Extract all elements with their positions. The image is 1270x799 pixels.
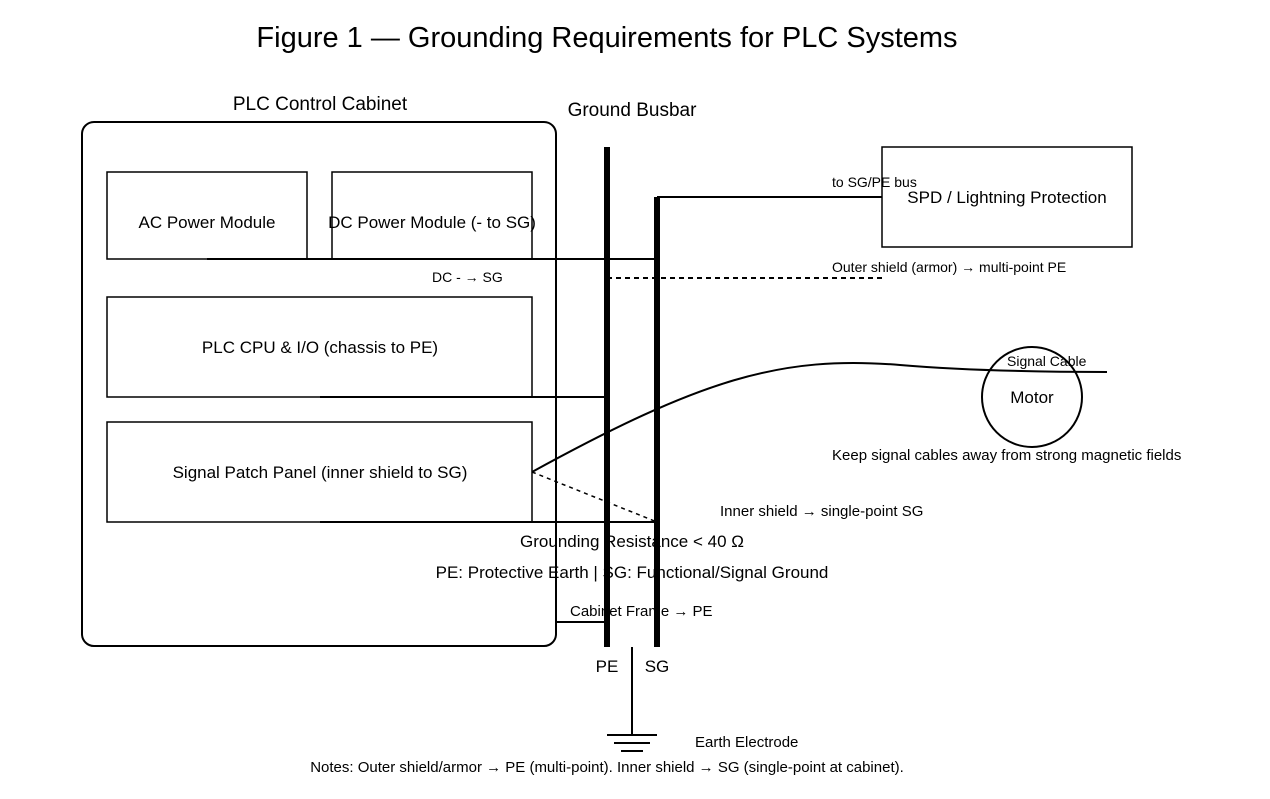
cabinet-title: PLC Control Cabinet (233, 94, 408, 115)
pe-bus-label: PE (596, 657, 619, 676)
signal-patch-panel-label: Signal Patch Panel (inner shield to SG) (173, 463, 468, 482)
dc-to-sg-label: DC - → SG (432, 269, 503, 285)
outer-shield-label: Outer shield (armor) → multi-point PE (832, 259, 1066, 275)
inner-shield-dashed-wire (531, 471, 658, 523)
magnetic-field-warning: Keep signal cables away from strong magn… (832, 447, 1181, 464)
sg-bus-label: SG (645, 657, 670, 676)
figure-title: Figure 1 — Grounding Requirements for PL… (256, 22, 957, 54)
earth-electrode-label: Earth Electrode (695, 734, 798, 751)
cabinet-frame-label: Cabinet Frame → PE (570, 603, 713, 620)
inner-shield-label: Inner shield → single-point SG (720, 503, 923, 520)
pe-sg-legend: PE: Protective Earth | SG: Functional/Si… (436, 563, 829, 582)
spd-lightning-protection-label: SPD / Lightning Protection (907, 188, 1106, 207)
signal-cable (531, 361, 1108, 473)
plc-control-cabinet (81, 121, 557, 647)
grounding-resistance-label: Grounding Resistance < 40 Ω (520, 532, 744, 551)
motor-symbol (981, 346, 1083, 448)
plc-cpu-io-box (106, 296, 533, 398)
ac-power-module-label: AC Power Module (138, 213, 275, 232)
plc-cpu-io-label: PLC CPU & I/O (chassis to PE) (202, 338, 438, 357)
ground-busbar-title: Ground Busbar (568, 100, 698, 121)
motor-label: Motor (1010, 388, 1054, 407)
spd-connection-label: to SG/PE bus (832, 174, 917, 190)
dc-power-module-label: DC Power Module (- to SG) (328, 213, 536, 232)
notes-text: Notes: Outer shield/armor → PE (multi-po… (310, 759, 904, 776)
signal-cable-label: Signal Cable (1007, 353, 1087, 369)
